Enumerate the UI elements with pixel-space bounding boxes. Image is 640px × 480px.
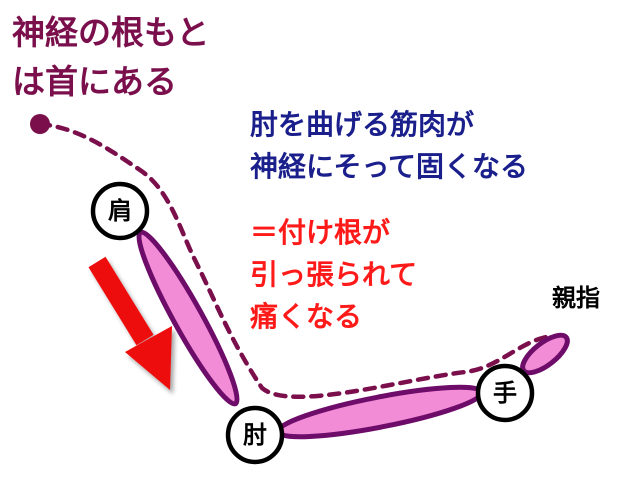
upper-arm-muscle [136,229,240,407]
forearm-muscle [275,384,485,440]
shoulder-joint: 肩 [90,181,150,241]
note-text: ＝付け根が 引っ張られて 痛くなる [250,216,418,333]
nerve-start-dot-icon [30,114,50,134]
down-arrow-icon [88,256,172,390]
description-text: 肘を曲げる筋肉が 神経にそって固くなる [250,108,529,183]
elbow-joint: 肘 [225,405,285,465]
nerve-path [37,121,555,400]
elbow-label: 肘 [243,421,267,449]
hand-joint: 手 [475,363,535,423]
nerve-root-text: 神経の根もと は首にある [12,13,210,101]
thumb-label: 親指 [552,284,600,312]
hand-label: 手 [493,379,517,407]
shoulder-label: 肩 [108,197,132,225]
